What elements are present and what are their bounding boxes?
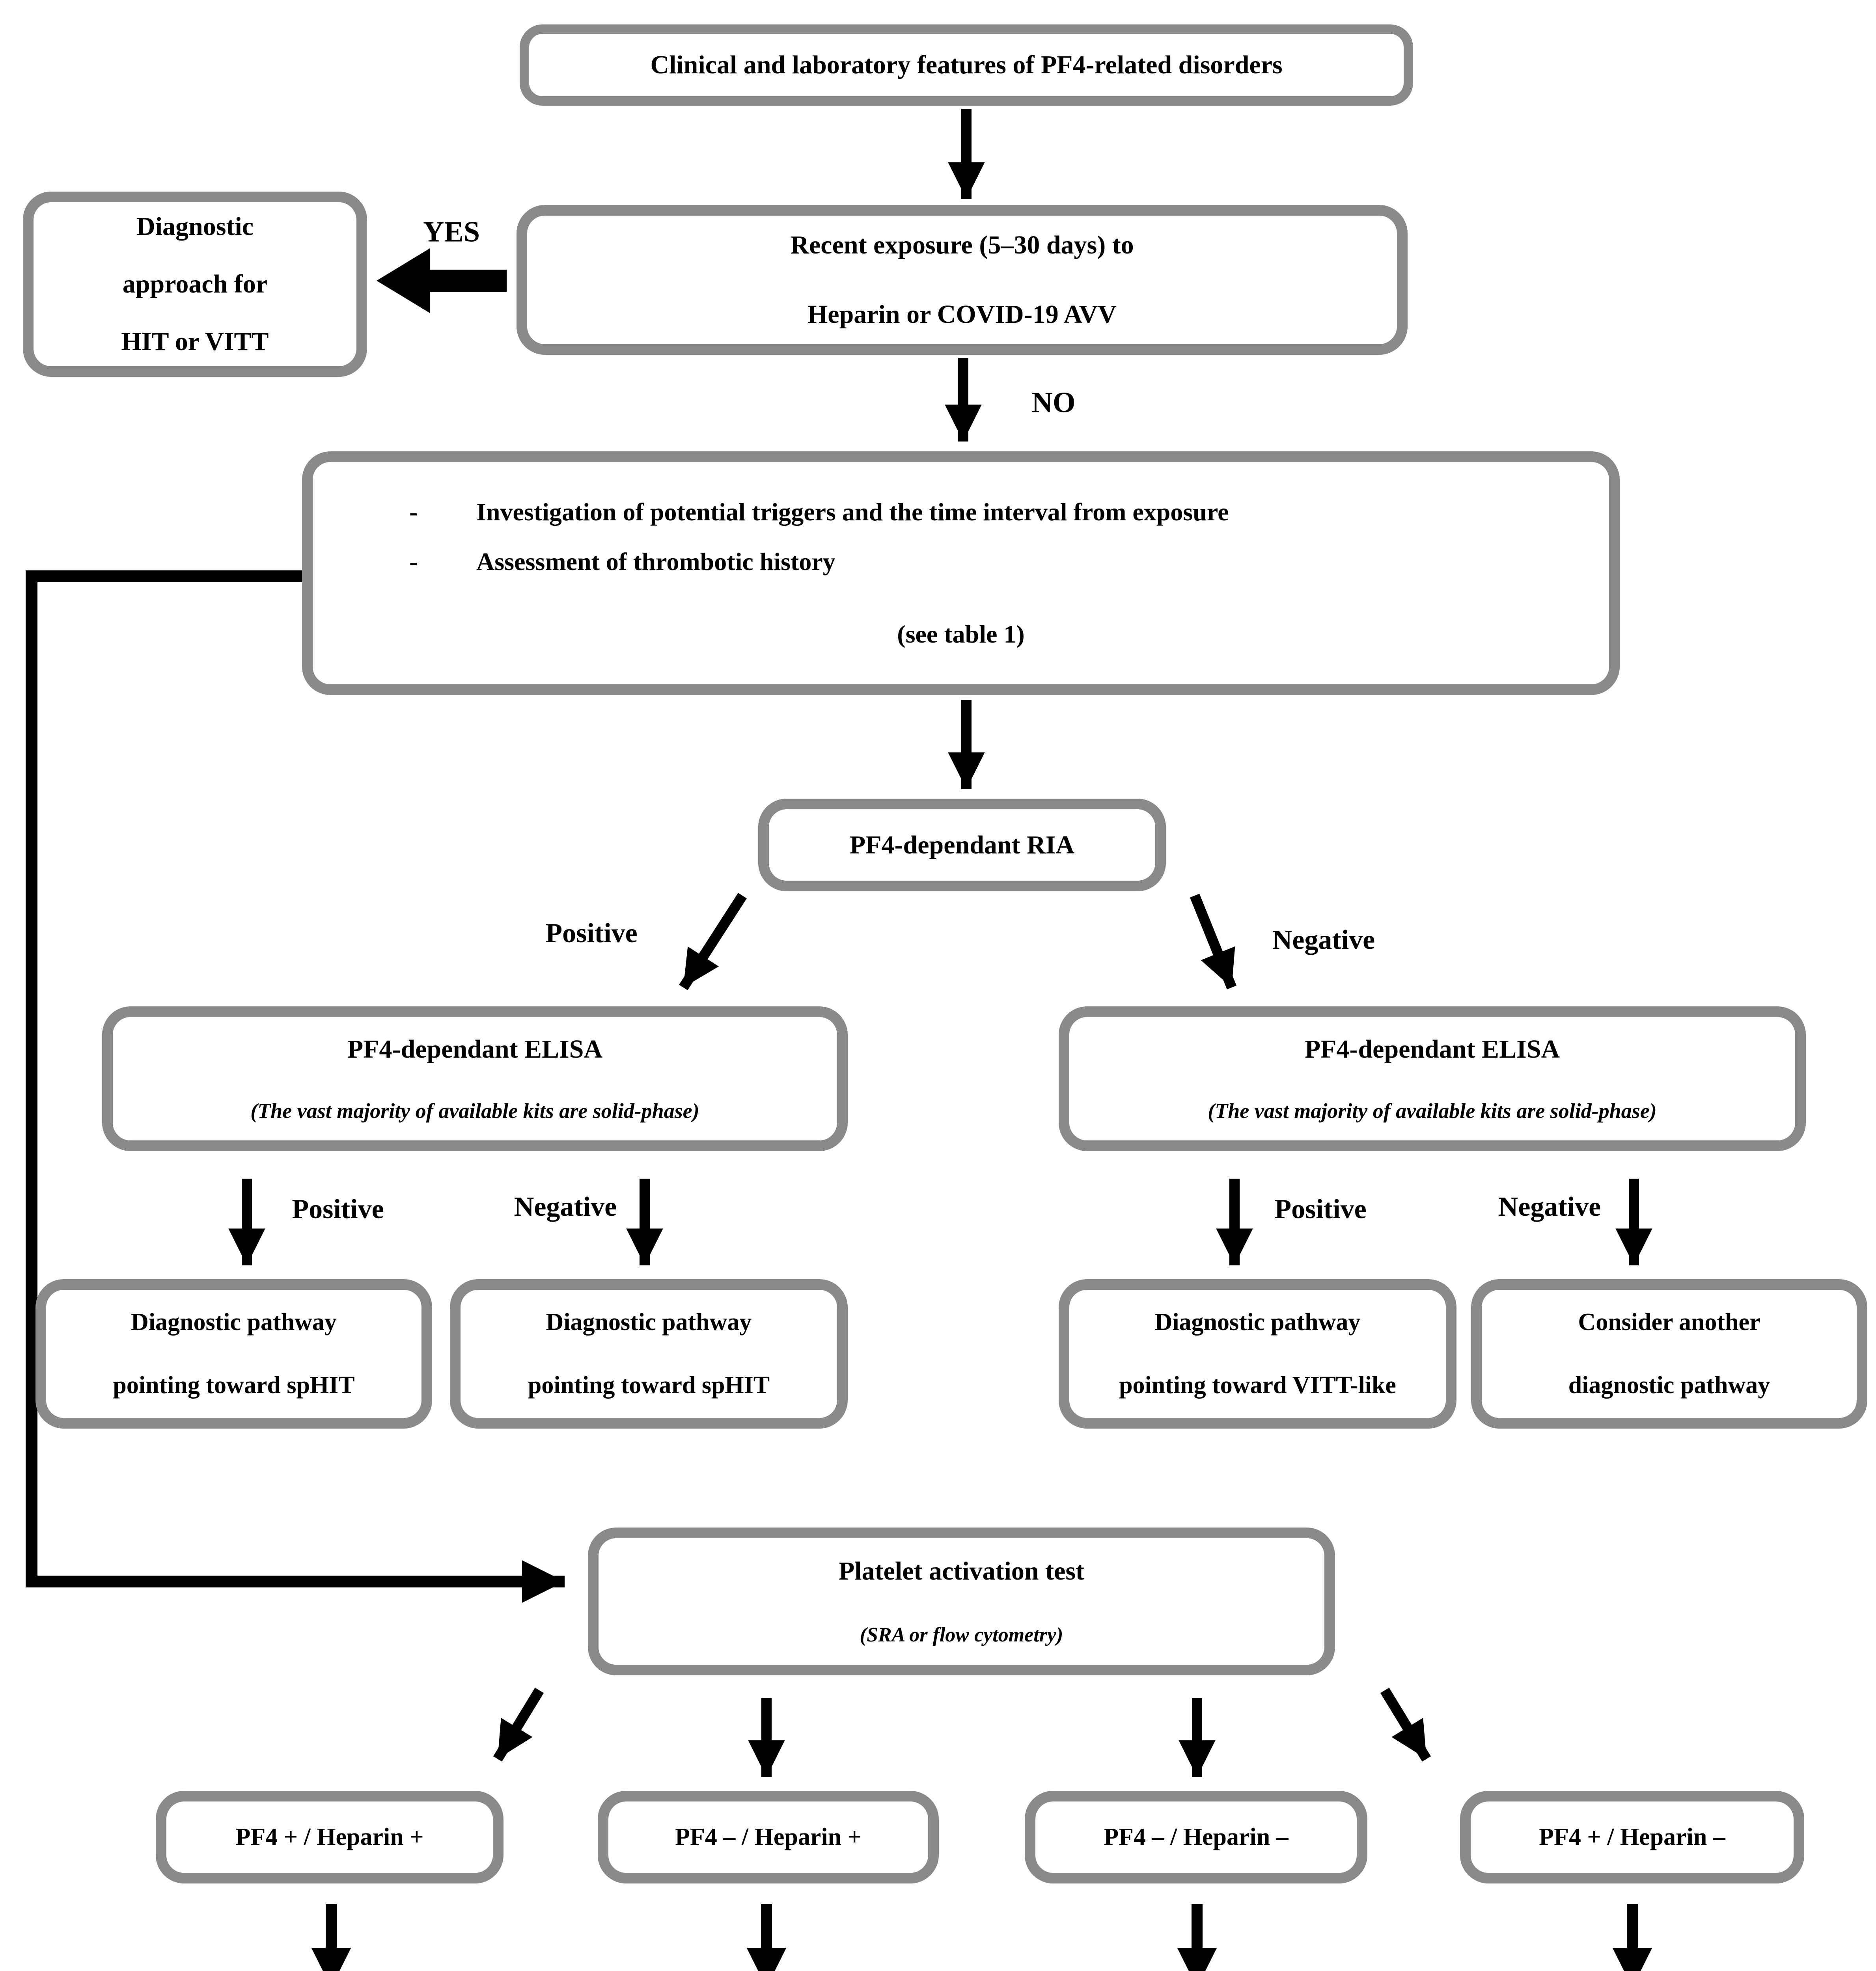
node-subtitle: (SRA or flow cytometry)	[860, 1624, 1063, 1647]
node-outcome-vitt-1: Diagnostic pathway pointing toward VITT-…	[1059, 1279, 1456, 1429]
node-line: Recent exposure (5–30 days) to	[790, 231, 1134, 260]
bullet-list: - Investigation of potential triggers an…	[368, 497, 1554, 576]
node-investigation: - Investigation of potential triggers an…	[302, 451, 1620, 695]
node-line: Diagnostic pathway	[1154, 1309, 1361, 1336]
node-title: PF4-dependant ELISA	[1304, 1034, 1560, 1064]
node-line: diagnostic pathway	[1568, 1371, 1770, 1399]
bullet-text: Investigation of potential triggers and …	[476, 498, 1229, 526]
arrow-ria-positive	[679, 892, 747, 991]
node-line: pointing toward VITT-like	[1119, 1371, 1396, 1399]
node-subtitle: (The vast majority of available kits are…	[1208, 1099, 1657, 1123]
node-line: approach for	[122, 270, 268, 299]
arrow-yes-to-diagnostic-approach	[377, 248, 507, 313]
node-title: Platelet activation test	[838, 1556, 1085, 1585]
node-outcome-sphit-1: Diagnostic pathway pointing toward spHIT	[35, 1279, 432, 1429]
arrow-investigation-to-platelet	[26, 570, 565, 1603]
label-elisa-right-negative: Negative	[1498, 1192, 1601, 1222]
bullet-item: - Assessment of thrombotic history	[409, 547, 1554, 576]
node-clinical-features: Clinical and laboratory features of PF4-…	[520, 24, 1413, 106]
node-line: Diagnostic pathway	[131, 1309, 337, 1336]
node-text: PF4 – / Heparin +	[675, 1823, 862, 1850]
node-recent-exposure: Recent exposure (5–30 days) to Heparin o…	[517, 205, 1408, 355]
node-text: Clinical and laboratory features of PF4-…	[650, 50, 1283, 80]
node-line: pointing toward spHIT	[528, 1371, 770, 1399]
label-elisa-right-positive: Positive	[1274, 1194, 1367, 1224]
arrow-platelet-to-pf4pp	[493, 1688, 544, 1762]
node-pf4pos-heparinneg: PF4 + / Heparin –	[1460, 1791, 1804, 1883]
node-pf4-elisa-right: PF4-dependant ELISA (The vast majority o…	[1059, 1006, 1806, 1151]
node-text: PF4-dependant RIA	[849, 830, 1075, 859]
node-line: Heparin or COVID-19 AVV	[807, 300, 1117, 329]
label-elisa-left-negative: Negative	[514, 1192, 617, 1222]
bullet-marker: -	[409, 548, 418, 576]
label-elisa-left-positive: Positive	[292, 1194, 384, 1224]
node-pf4-ria: PF4-dependant RIA	[758, 799, 1166, 891]
node-pf4pos-heparinpos: PF4 + / Heparin +	[156, 1791, 503, 1883]
node-outcome-sphit-2: Diagnostic pathway pointing toward spHIT	[450, 1279, 848, 1429]
bullet-marker: -	[409, 498, 418, 526]
node-line: Diagnostic pathway	[546, 1309, 752, 1336]
node-line: Diagnostic	[136, 212, 254, 241]
node-line: HIT or VITT	[121, 327, 269, 356]
arrow-platelet-to-pf4pm	[1380, 1688, 1431, 1762]
node-pf4neg-heparinpos: PF4 – / Heparin +	[598, 1791, 939, 1883]
bullet-text: Assessment of thrombotic history	[476, 548, 835, 576]
node-platelet-activation-test: Platelet activation test (SRA or flow cy…	[588, 1528, 1335, 1675]
label-ria-positive: Positive	[545, 918, 638, 948]
node-text: PF4 – / Heparin –	[1104, 1823, 1289, 1850]
see-table-reference: (see table 1)	[897, 620, 1025, 648]
label-ria-negative: Negative	[1272, 925, 1375, 955]
node-pf4neg-heparinneg: PF4 – / Heparin –	[1025, 1791, 1367, 1883]
node-line: Consider another	[1578, 1309, 1760, 1336]
node-pf4-elisa-left: PF4-dependant ELISA (The vast majority o…	[102, 1006, 848, 1151]
label-yes: YES	[423, 216, 480, 248]
node-text: PF4 + / Heparin +	[235, 1823, 424, 1850]
label-no: NO	[1031, 386, 1076, 419]
bullet-item: - Investigation of potential triggers an…	[409, 497, 1554, 527]
node-text: PF4 + / Heparin –	[1539, 1823, 1725, 1850]
arrow-ria-negative	[1190, 894, 1237, 989]
node-title: PF4-dependant ELISA	[347, 1034, 603, 1064]
node-line: pointing toward spHIT	[113, 1371, 355, 1399]
node-subtitle: (The vast majority of available kits are…	[250, 1099, 699, 1123]
node-diagnostic-approach-hit-vitt: Diagnostic approach for HIT or VITT	[23, 192, 367, 377]
node-outcome-consider-another: Consider another diagnostic pathway	[1471, 1279, 1867, 1429]
